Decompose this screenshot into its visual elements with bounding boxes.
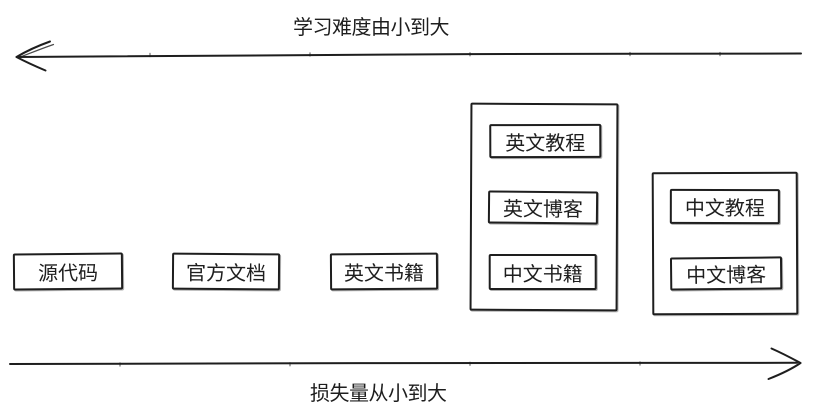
node-source-code-label: 源代码 [37,260,99,286]
node-english-tutorials-label: 英文教程 [505,130,586,155]
node-english-blogs-label: 英文博客 [502,196,584,222]
top-axis-label: 学习难度由小到大 [293,15,450,39]
loss-amount-arrow [9,347,802,380]
node-english-books-label: 英文书籍 [343,260,425,286]
node-chinese-tutorials-label: 中文教程 [684,195,765,221]
node-official-docs: 官方文档 [171,252,281,291]
learning-difficulty-arrow [15,40,802,72]
group-box-left: 英文教程 英文博客 中文书籍 [469,102,619,312]
node-chinese-books-label: 中文书籍 [502,261,583,286]
node-official-docs-label: 官方文档 [185,260,267,286]
node-english-tutorials: 英文教程 [489,123,602,159]
bottom-axis-label: 损失量从小到大 [310,381,447,405]
node-chinese-blogs: 中文博客 [669,256,783,291]
node-chinese-tutorials: 中文教程 [669,188,780,225]
group-box-right: 中文教程 中文博客 [651,171,799,316]
node-chinese-blogs-label: 中文博客 [686,262,767,288]
node-source-code: 源代码 [12,252,124,291]
node-english-blogs: 英文博客 [487,190,599,225]
node-english-books: 英文书籍 [329,252,439,291]
node-chinese-books: 中文书籍 [488,253,597,291]
